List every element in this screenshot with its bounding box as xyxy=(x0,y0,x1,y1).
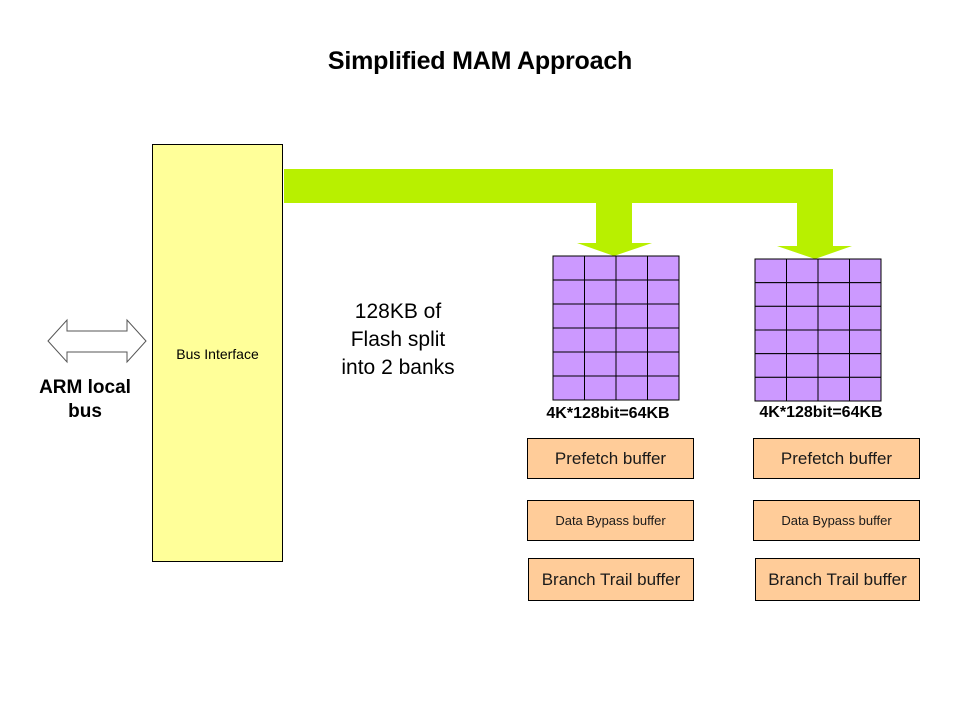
flash-note-line-2: Flash split xyxy=(350,328,446,351)
flash-cell xyxy=(849,305,882,331)
flash-cell xyxy=(584,255,617,281)
flash-cell xyxy=(754,282,787,307)
flash-cell xyxy=(615,255,648,281)
flash-cell xyxy=(615,279,648,305)
flash-bank-1-grid xyxy=(552,255,680,401)
flash-cell xyxy=(647,375,680,401)
flash-cell xyxy=(817,282,850,307)
flash-cell xyxy=(584,279,617,305)
flash-cell xyxy=(754,353,787,378)
bus-interface-block xyxy=(152,144,283,562)
flash-cell xyxy=(584,327,617,353)
flash-cell xyxy=(754,258,787,284)
flash-cell xyxy=(817,329,850,355)
flash-split-note: 128KB of Flash split into 2 banks xyxy=(318,298,478,382)
flash-cell xyxy=(786,258,819,284)
flash-cell xyxy=(584,351,617,377)
bank-2-data-bypass-buffer: Data Bypass buffer xyxy=(753,500,920,541)
flash-note-line-1: 128KB of xyxy=(354,300,442,323)
arm-label-line-1: ARM local xyxy=(39,377,131,398)
flash-cell xyxy=(849,353,882,378)
flash-cell xyxy=(849,329,882,355)
bank-1-size-label: 4K*128bit=64KB xyxy=(546,405,670,422)
flash-cell xyxy=(647,303,680,329)
flash-cell xyxy=(552,351,585,377)
flash-cell xyxy=(552,279,585,305)
bank-1-data-bypass-buffer: Data Bypass buffer xyxy=(527,500,694,541)
flash-cell xyxy=(786,282,819,307)
bus-arrow-bank-2 xyxy=(777,246,852,259)
bus-drop-bank-2 xyxy=(797,203,833,246)
bank-2-prefetch-buffer: Prefetch buffer xyxy=(753,438,920,479)
flash-cell xyxy=(786,305,819,331)
flash-cell xyxy=(647,255,680,281)
flash-cell xyxy=(584,375,617,401)
flash-cell xyxy=(786,329,819,355)
bank-1-branch-trail-buffer: Branch Trail buffer xyxy=(528,558,694,601)
flash-cell xyxy=(817,353,850,378)
flash-cell xyxy=(615,351,648,377)
bank-2-branch-trail-buffer: Branch Trail buffer xyxy=(755,558,920,601)
flash-cell xyxy=(849,258,882,284)
flash-cell xyxy=(786,376,819,402)
system-bus xyxy=(284,169,852,259)
bus-drop-bank-1 xyxy=(596,203,632,243)
flash-cell xyxy=(817,305,850,331)
flash-cell xyxy=(754,329,787,355)
diagram-title: Simplified MAM Approach xyxy=(327,47,633,75)
flash-cell xyxy=(615,375,648,401)
flash-cell xyxy=(552,303,585,329)
flash-cell xyxy=(849,376,882,402)
flash-bank-2-grid xyxy=(754,258,882,402)
flash-cell xyxy=(754,305,787,331)
flash-cell xyxy=(647,327,680,353)
flash-cell xyxy=(584,303,617,329)
flash-cell xyxy=(647,351,680,377)
flash-cell xyxy=(615,303,648,329)
bank-2-size-label: 4K*128bit=64KB xyxy=(759,404,883,421)
flash-cell xyxy=(615,327,648,353)
arm-local-bus-label: ARM local bus xyxy=(30,376,140,424)
flash-cell xyxy=(552,375,585,401)
flash-cell xyxy=(754,376,787,402)
double-arrow-icon xyxy=(47,318,147,364)
flash-cell xyxy=(786,353,819,378)
bus-arrow-bank-1 xyxy=(577,243,652,256)
flash-cell xyxy=(817,258,850,284)
flash-cell xyxy=(849,282,882,307)
flash-cell xyxy=(817,376,850,402)
bus-interface-label: Bus Interface xyxy=(176,346,259,362)
bus-horizontal xyxy=(284,169,833,203)
flash-cell xyxy=(552,255,585,281)
arm-label-line-2: bus xyxy=(68,401,102,422)
flash-cell xyxy=(552,327,585,353)
flash-cell xyxy=(647,279,680,305)
bank-1-prefetch-buffer: Prefetch buffer xyxy=(527,438,694,479)
flash-note-line-3: into 2 banks xyxy=(341,356,455,379)
